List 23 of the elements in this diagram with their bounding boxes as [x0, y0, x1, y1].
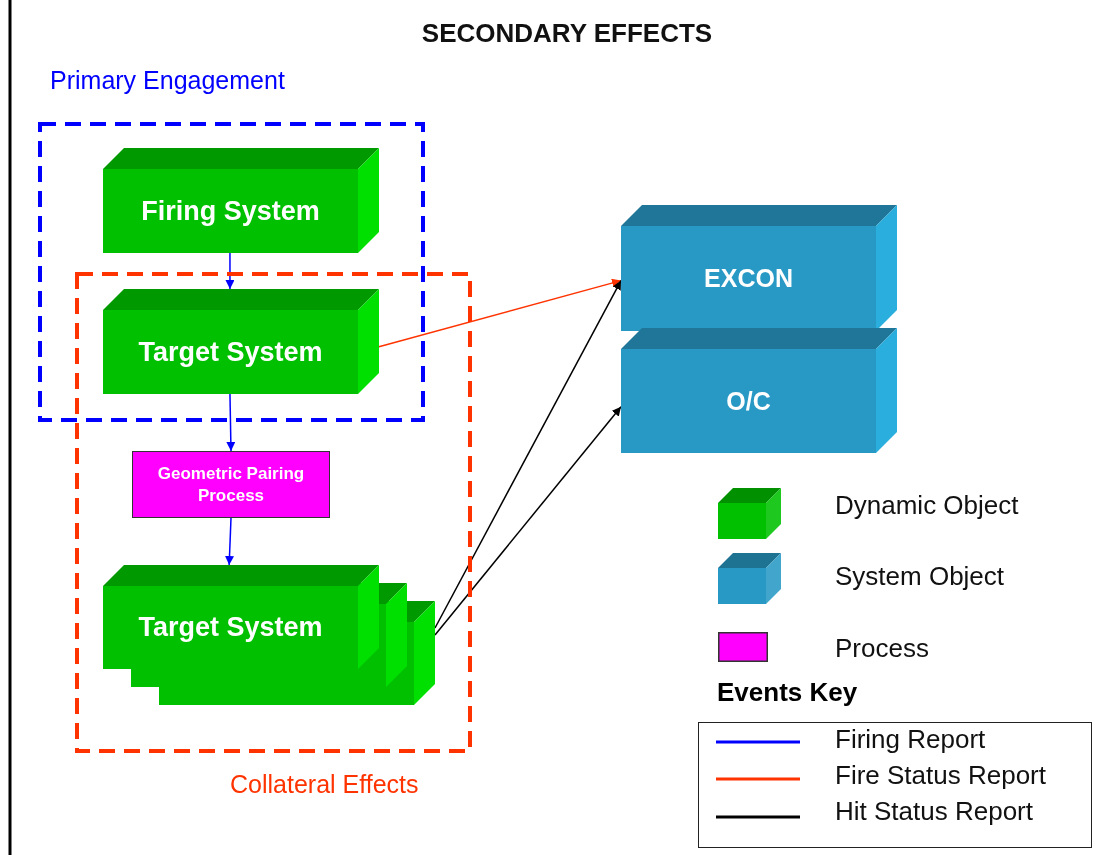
boundary-heading: Primary Engagement: [50, 66, 285, 95]
arrow: [378, 278, 622, 348]
legend-label: Hit Status Report: [835, 796, 1033, 827]
arrow: [225, 252, 235, 290]
arrow: [434, 279, 622, 629]
boundary-heading: Collateral Effects: [230, 770, 419, 799]
block-label: Target System: [138, 612, 323, 643]
legend-label: Dynamic Object: [835, 490, 1019, 521]
block-label: EXCON: [704, 264, 793, 293]
arrow: [225, 517, 234, 566]
legend-label: System Object: [835, 561, 1005, 592]
block-label: Target System: [138, 336, 323, 368]
legend-label: Process: [835, 633, 929, 664]
key-heading: Events Key: [717, 677, 858, 708]
diagram-title: SECONDARY EFFECTS: [420, 18, 714, 49]
process-box: [132, 451, 330, 518]
arrow: [434, 406, 622, 636]
arrow: [226, 393, 236, 452]
legend-label: Fire Status Report: [835, 760, 1046, 791]
block-label: O/C: [726, 386, 771, 416]
legend-label: Firing Report: [835, 724, 986, 755]
block-label: Firing System: [141, 195, 320, 227]
process-label: Geometric Pairing Process: [156, 463, 306, 506]
